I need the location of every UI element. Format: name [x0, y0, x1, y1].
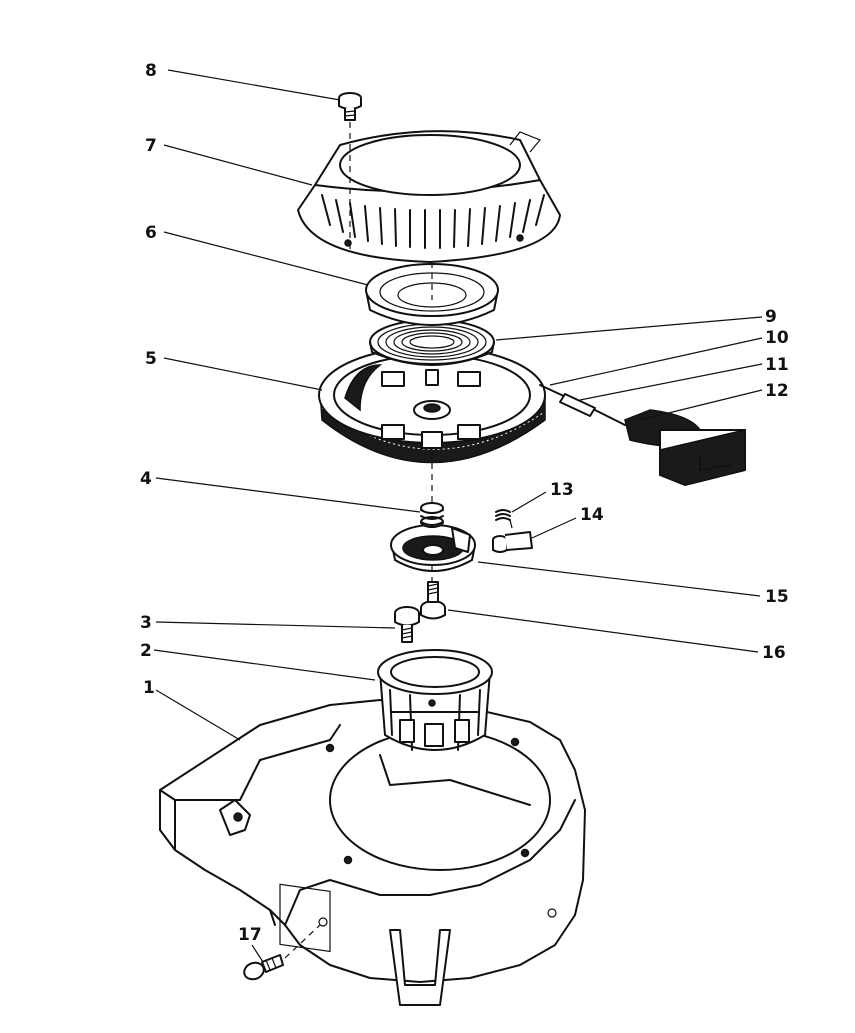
part-15-pawl-cup — [390, 524, 476, 572]
callout-11: 11 — [765, 355, 789, 375]
callout-8: 8 — [145, 61, 157, 81]
leader-lines — [153, 69, 763, 963]
callout-10: 10 — [765, 328, 789, 348]
alignment-lines — [284, 122, 433, 959]
part-12-starter-handle — [624, 409, 746, 486]
callout-3: 3 — [140, 613, 152, 633]
callout-7: 7 — [145, 136, 157, 156]
part-7-starter-cover — [297, 130, 561, 263]
part-4-spring — [420, 502, 444, 528]
callout-16: 16 — [762, 643, 786, 663]
callout-9: 9 — [765, 307, 777, 327]
part-17-housing-screw — [243, 954, 284, 981]
cover-vents — [321, 194, 545, 249]
part-13-pawl-spring — [495, 509, 513, 529]
callout-12: 12 — [765, 381, 789, 401]
callout-4: 4 — [140, 469, 152, 489]
callout-6: 6 — [145, 223, 157, 243]
callout-17: 17 — [238, 925, 262, 945]
callout-14: 14 — [580, 505, 604, 525]
callout-1: 1 — [143, 678, 155, 698]
part-11-rope-insert — [559, 393, 626, 426]
part-16-shoulder-bolt — [420, 581, 446, 620]
callout-5: 5 — [145, 349, 157, 369]
part-1-blower-housing — [159, 699, 586, 1006]
part-8-cover-bolt — [338, 92, 362, 121]
callout-2: 2 — [140, 641, 152, 661]
part-9-recoil-spring — [369, 319, 495, 366]
part-2-starter-cup — [377, 649, 493, 751]
part-5-rope-pulley — [318, 346, 546, 464]
part-14-pawl — [492, 531, 533, 553]
callout-13: 13 — [550, 480, 574, 500]
part-3-bolt — [394, 606, 420, 643]
callout-15: 15 — [765, 587, 789, 607]
callout-labels: 8 7 6 9 10 5 11 12 4 13 14 15 3 2 16 1 1… — [140, 61, 789, 945]
